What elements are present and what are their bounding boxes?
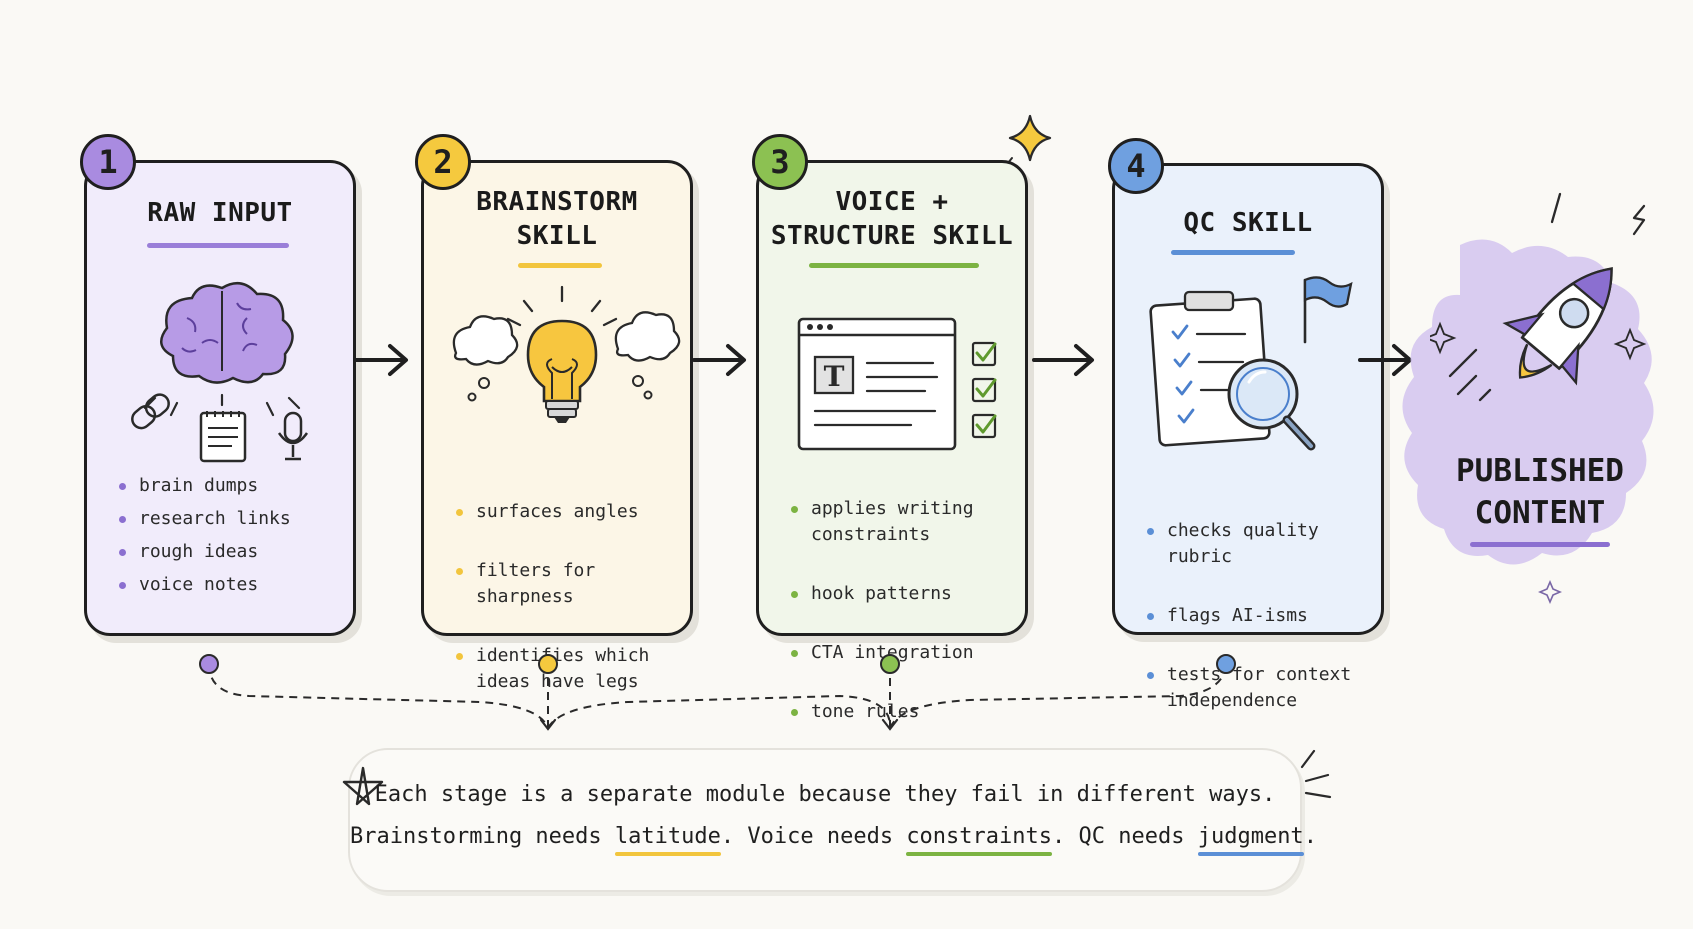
- rocket-icon: [1430, 192, 1647, 402]
- stage-4-qc-card: QC SKILL checks quality rubric flags AI-…: [1112, 163, 1384, 711]
- stage-4-bullet: tests for context independence: [1145, 662, 1367, 714]
- stage-3-bullet: hook patterns: [789, 581, 1011, 607]
- stage-2-bullet: surfaces angles: [454, 499, 676, 525]
- stage-4-title: QC SKILL: [1183, 208, 1313, 238]
- stage-3-bullet: applies writing constraints: [789, 496, 1011, 548]
- constraints-highlight: constraints: [906, 824, 1053, 856]
- note-line-1: Each stage is a separate module because …: [374, 782, 1276, 807]
- stage-4-bullet-list: checks quality rubric flags AI-isms test…: [1145, 492, 1367, 747]
- stage-connector-lines: [199, 654, 1236, 731]
- svg-text:T: T: [824, 360, 845, 393]
- stage-4-number-badge: 4: [1108, 138, 1164, 194]
- stage-1-title-underline: [147, 243, 289, 248]
- sparkle-icon: [1538, 580, 1562, 604]
- note-text: . Voice needs: [720, 824, 907, 849]
- arrow-right-icon: [1032, 344, 1094, 376]
- stage-2-title: BRAINSTORM SKILL: [476, 187, 638, 251]
- judgment-highlight: judgment: [1197, 824, 1304, 856]
- star-icon: [342, 766, 384, 806]
- stage-3-voice-structure-card: VOICE + STRUCTURE SKILL T applies writin…: [756, 160, 1028, 722]
- arrow-right-icon: [692, 344, 746, 376]
- stage-2-bullet-list: surfaces angles filters for sharpness id…: [454, 473, 676, 728]
- stage-1-bullet: rough ideas: [117, 539, 339, 565]
- stage-4-title-underline: [1171, 250, 1295, 255]
- stage-3-title-underline: [809, 263, 979, 268]
- stage-2-bullet: identifies which ideas have legs: [454, 643, 676, 695]
- clipboard-magnifier-icon: [1149, 276, 1353, 451]
- stage-2-brainstorm-card: BRAINSTORM SKILL surfaces angles filters…: [421, 160, 693, 692]
- stage-1-bullet: brain dumps: [117, 473, 339, 499]
- stage-1-raw-input-card: RAW INPUT brain dumps research links rou…: [84, 160, 356, 636]
- stage-4-bullet: flags AI-isms: [1145, 603, 1367, 629]
- latitude-highlight: latitude: [614, 824, 721, 856]
- note-line-2: Brainstorming needs latitude. Voice need…: [350, 824, 1317, 856]
- stage-1-bullet-list: brain dumps research links rough ideas v…: [117, 473, 339, 605]
- stage-2-number-badge: 2: [415, 134, 471, 190]
- stage-3-number-badge: 3: [752, 134, 808, 190]
- brain-icon: [131, 281, 309, 463]
- stage-2-bullet: filters for sharpness: [454, 558, 676, 610]
- stage-1-bullet: voice notes: [117, 572, 339, 598]
- stage-1-number-badge: 1: [80, 134, 136, 190]
- published-content-underline: [1470, 542, 1610, 547]
- stage-4-bullet: checks quality rubric: [1145, 518, 1367, 570]
- note-text: .: [1303, 824, 1317, 849]
- document-icon: T: [797, 317, 997, 451]
- stage-3-title: VOICE + STRUCTURE SKILL: [770, 187, 1014, 251]
- note-text: Brainstorming needs: [350, 824, 615, 849]
- published-content-title: PUBLISHED CONTENT: [1456, 453, 1624, 531]
- arrow-right-icon: [354, 344, 408, 376]
- stage-2-title-underline: [518, 263, 602, 268]
- arrow-right-icon: [1358, 344, 1412, 376]
- emphasis-lines-icon: [1300, 749, 1332, 799]
- stage-3-bullet-list: applies writing constraints hook pattern…: [789, 470, 1011, 758]
- note-text: . QC needs: [1052, 824, 1198, 849]
- lightbulb-icon: [452, 285, 681, 423]
- stage-1-bullet: research links: [117, 506, 339, 532]
- summary-note-box: Each stage is a separate module because …: [342, 748, 1332, 892]
- stage-1-title: RAW INPUT: [147, 198, 293, 228]
